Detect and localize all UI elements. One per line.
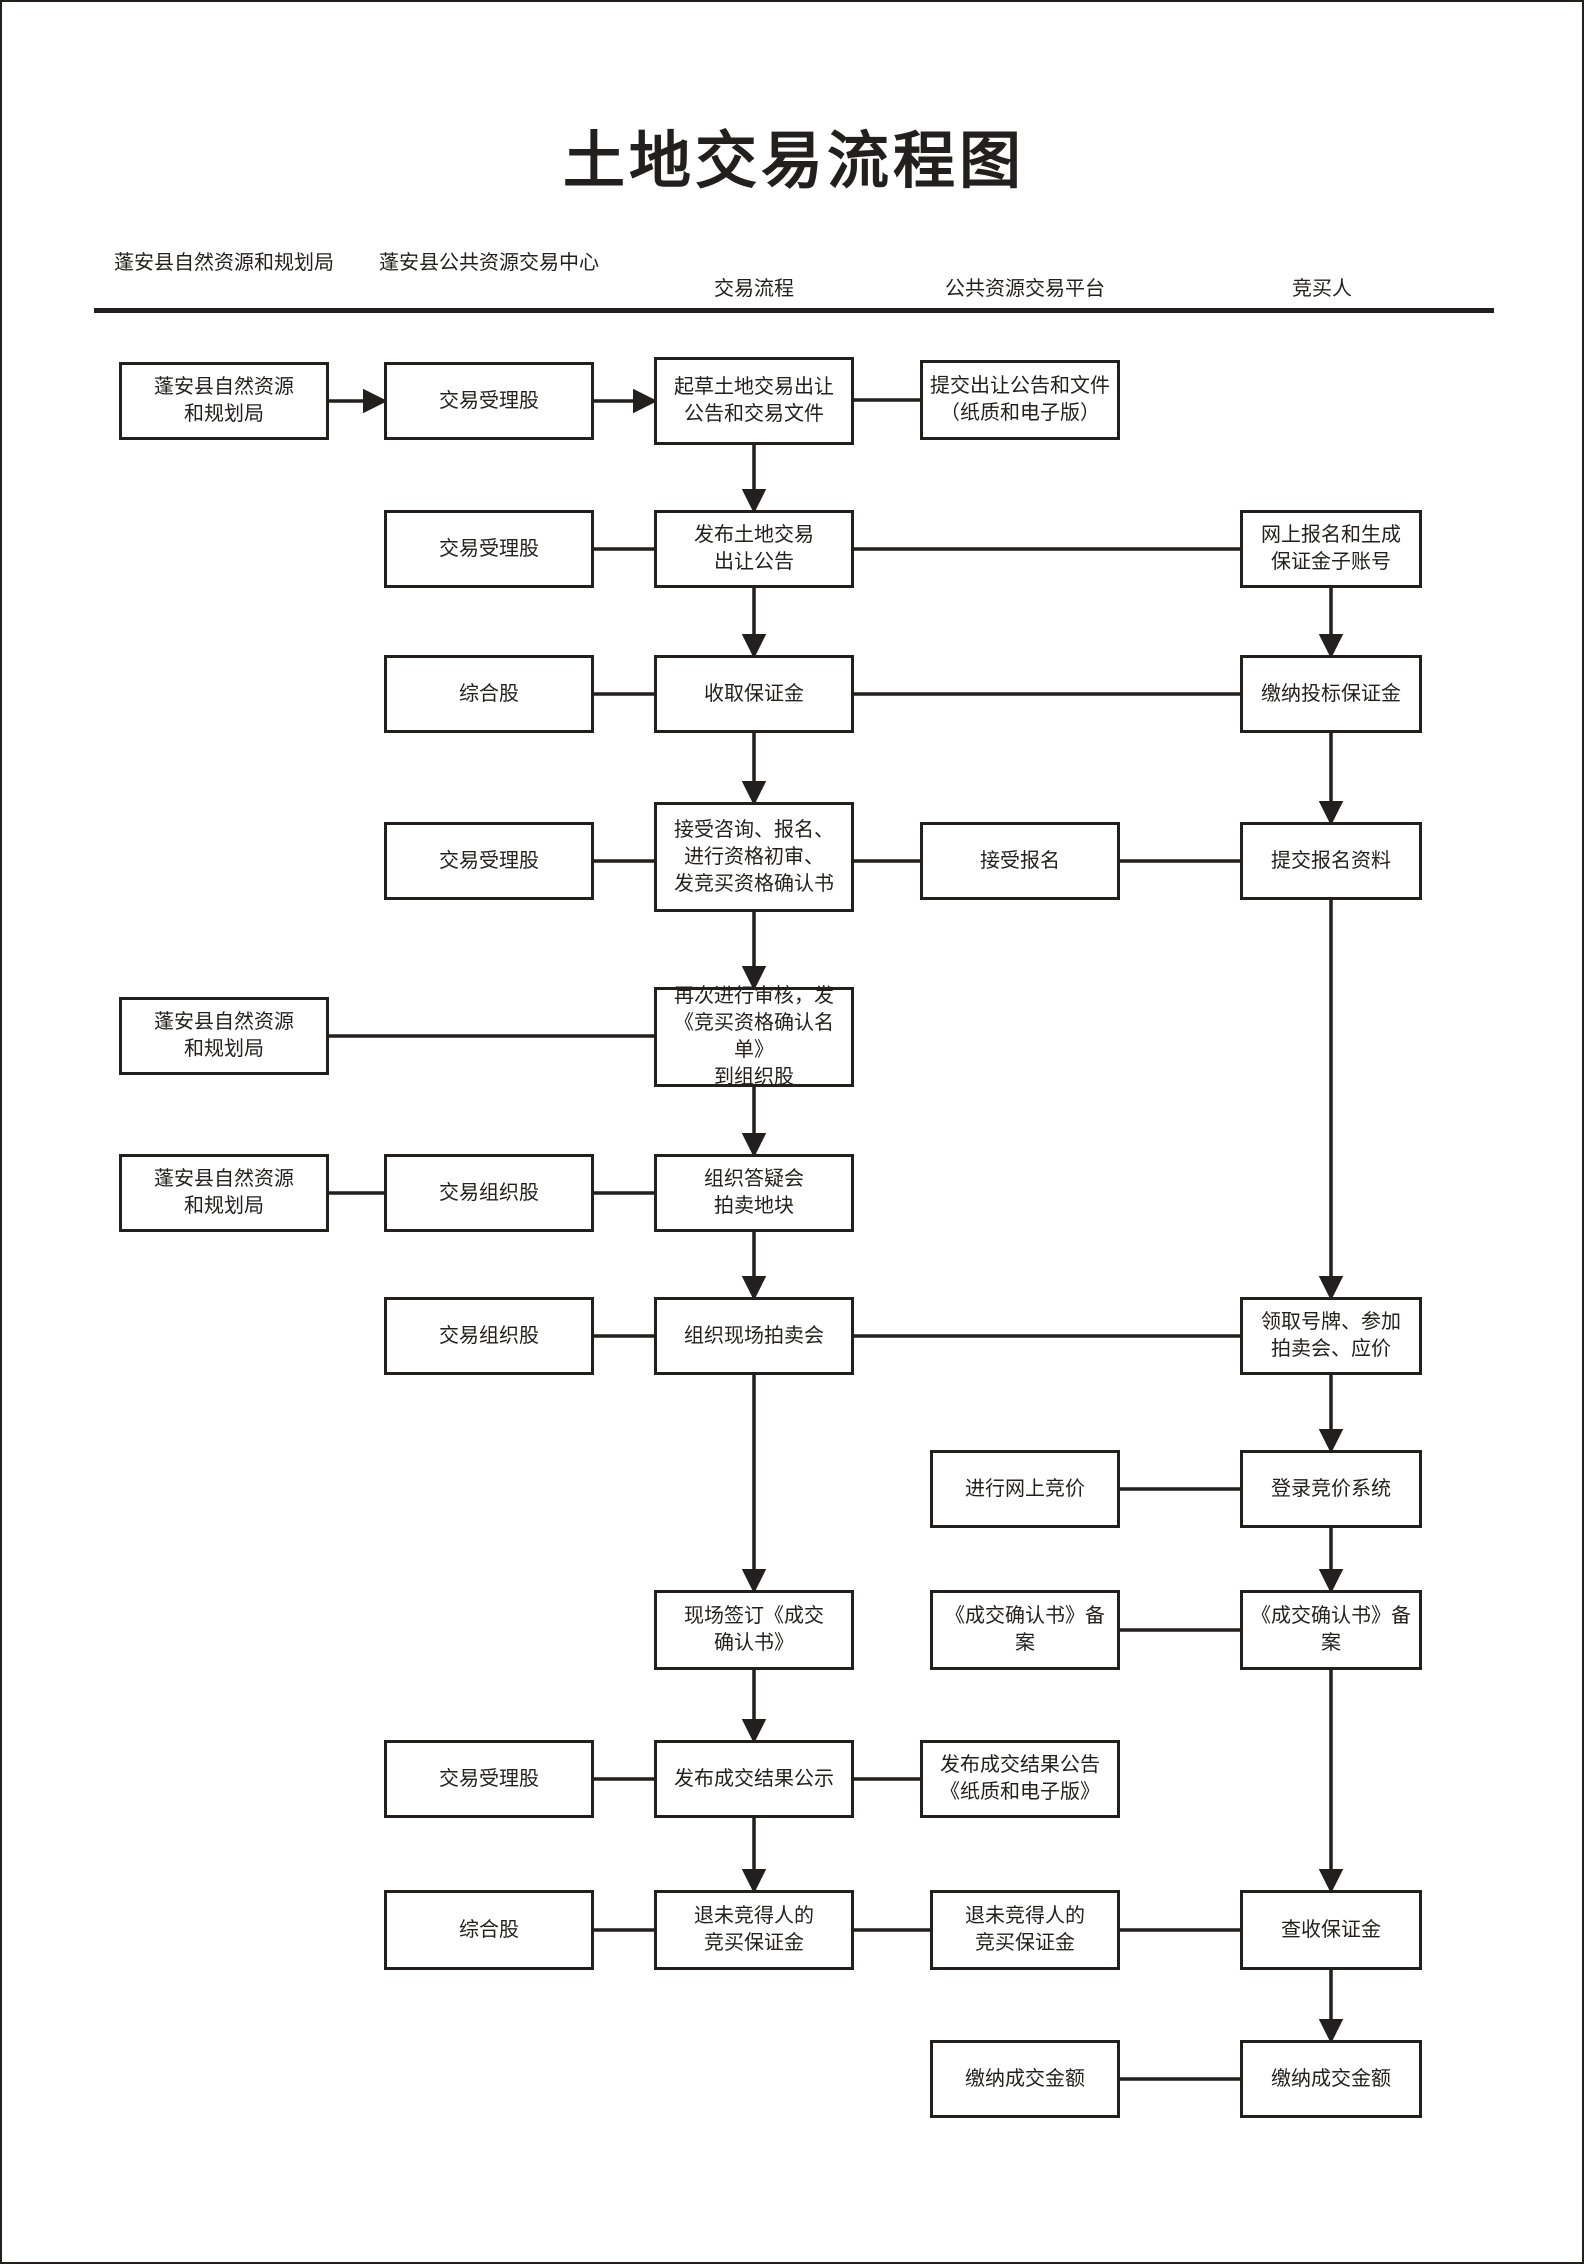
- flow-node-n5: 交易受理股: [384, 510, 594, 588]
- flow-node-n23: 进行网上竞价: [930, 1450, 1120, 1528]
- flow-node-n11: 交易受理股: [384, 822, 594, 900]
- flow-node-n12: 接受咨询、报名、进行资格初审、发竞买资格确认书: [654, 802, 854, 912]
- flow-node-n8: 综合股: [384, 655, 594, 733]
- flow-node-n25: 现场签订《成交确认书》: [654, 1590, 854, 1670]
- flow-node-n2: 交易受理股: [384, 362, 594, 440]
- flow-node-n29: 发布成交结果公示: [654, 1740, 854, 1818]
- flow-node-n24: 登录竞价系统: [1240, 1450, 1422, 1528]
- column-header-4: 公共资源交易平台: [945, 278, 1105, 300]
- flow-node-n35: 缴纳成交金额: [930, 2040, 1120, 2118]
- flow-node-n16: 再次进行审核，发《竞买资格确认名单》到组织股: [654, 985, 854, 1088]
- column-header-5: 竞买人: [1292, 278, 1352, 300]
- flow-node-n27: 《成交确认书》备案: [1240, 1590, 1422, 1670]
- page-title: 土地交易流程图: [562, 124, 1025, 197]
- flow-node-n1: 蓬安县自然资源和规划局: [119, 362, 329, 440]
- flow-node-n32: 退未竞得人的竞买保证金: [654, 1890, 854, 1970]
- flow-node-n33: 退未竞得人的竞买保证金: [930, 1890, 1120, 1970]
- flow-node-n9: 收取保证金: [654, 655, 854, 733]
- flow-node-n22: 领取号牌、参加拍卖会、应价: [1240, 1297, 1422, 1375]
- flow-node-n28: 交易受理股: [384, 1740, 594, 1818]
- flow-node-n30: 发布成交结果公告《纸质和电子版》: [920, 1740, 1120, 1818]
- flow-node-n10: 缴纳投标保证金: [1240, 655, 1422, 733]
- flow-node-n15: 蓬安县自然资源和规划局: [119, 997, 329, 1075]
- column-header-2: 蓬安县公共资源交易中心: [379, 252, 599, 274]
- flow-node-n13: 接受报名: [920, 822, 1120, 900]
- flow-node-n36: 缴纳成交金额: [1240, 2040, 1422, 2118]
- flow-node-n7: 网上报名和生成保证金子账号: [1240, 510, 1422, 588]
- flow-node-n14: 提交报名资料: [1240, 822, 1422, 900]
- flow-node-n17: 蓬安县自然资源和规划局: [119, 1154, 329, 1232]
- flow-node-n3: 起草土地交易出让公告和交易文件: [654, 357, 854, 445]
- flow-node-n34: 查收保证金: [1240, 1890, 1422, 1970]
- flow-node-n31: 综合股: [384, 1890, 594, 1970]
- flow-node-n26: 《成交确认书》备案: [930, 1590, 1120, 1670]
- flow-node-n20: 交易组织股: [384, 1297, 594, 1375]
- header-divider-rule: [94, 308, 1494, 313]
- flow-node-n4: 提交出让公告和文件（纸质和电子版）: [920, 360, 1120, 440]
- column-header-1: 蓬安县自然资源和规划局: [114, 252, 334, 274]
- flow-node-n19: 组织答疑会拍卖地块: [654, 1154, 854, 1232]
- column-header-3: 交易流程: [714, 278, 794, 300]
- flow-node-n21: 组织现场拍卖会: [654, 1297, 854, 1375]
- flow-node-n6: 发布土地交易出让公告: [654, 510, 854, 588]
- flow-node-n18: 交易组织股: [384, 1154, 594, 1232]
